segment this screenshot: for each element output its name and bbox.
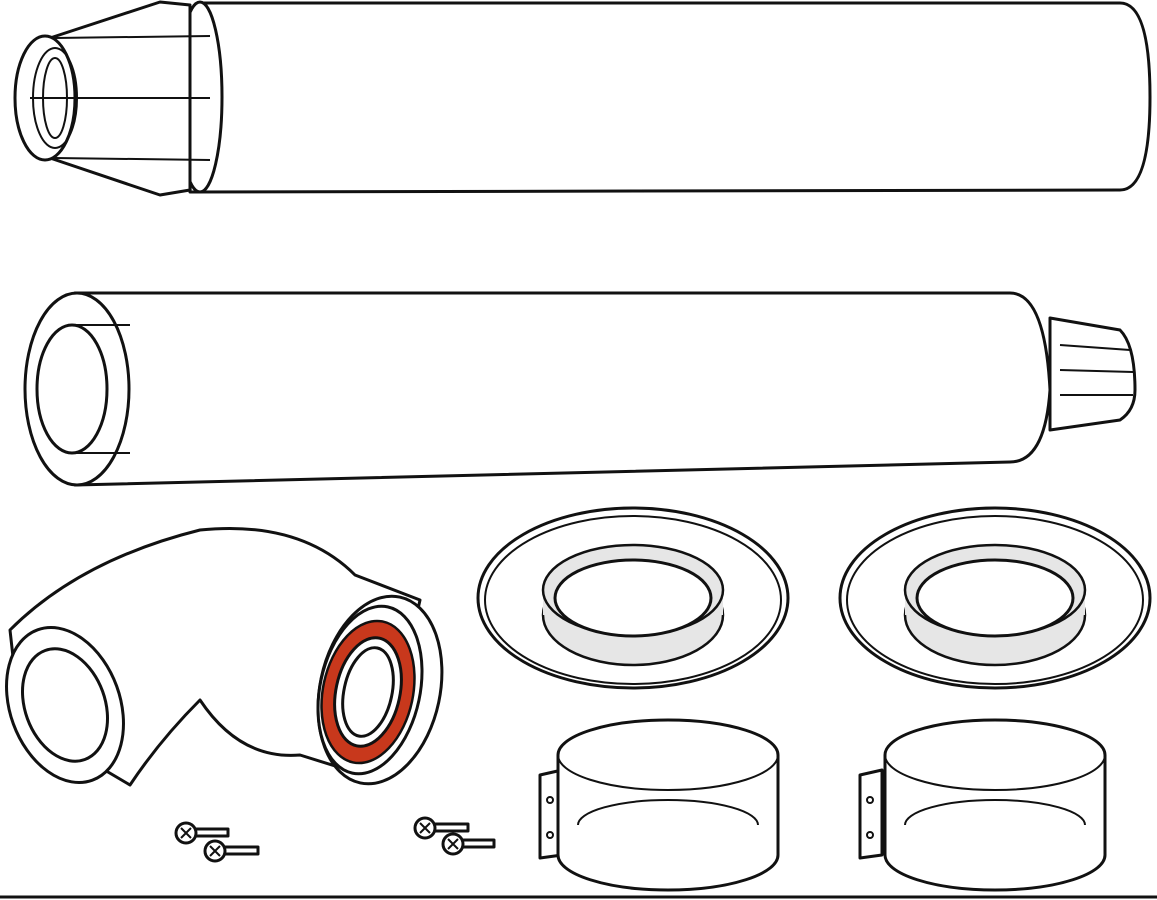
pipe-clamp-2 [858,718,1107,892]
screw-icon [413,816,470,840]
terminal-pipe-top [13,0,1152,197]
pipe-clamp-1 [538,718,780,892]
screw-icon [174,821,230,845]
wall-plate-2 [838,506,1152,690]
wall-plate-1 [476,506,790,690]
extension-pipe [23,291,1137,487]
screws [174,816,496,863]
screw-icon [441,832,496,856]
screw-icon [203,839,260,863]
elbow-90 [5,526,444,787]
